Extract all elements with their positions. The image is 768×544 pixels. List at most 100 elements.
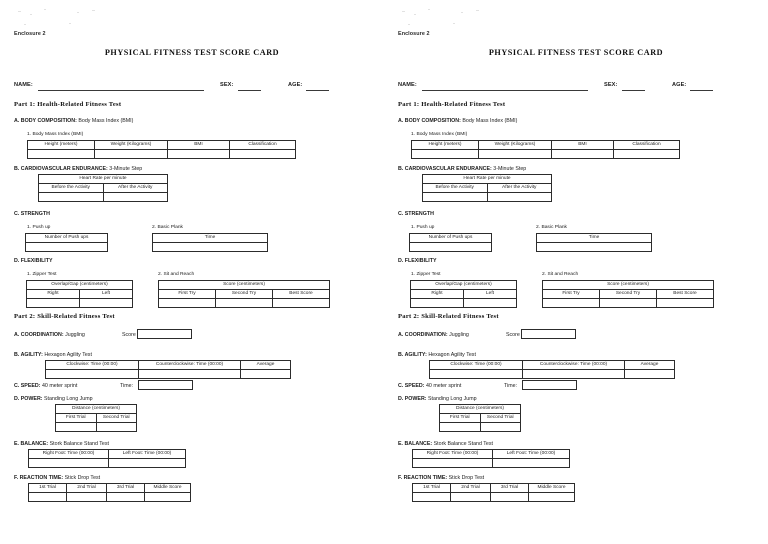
- table-row[interactable]: [410, 298, 517, 308]
- age-input[interactable]: [306, 90, 329, 91]
- sex-input[interactable]: [238, 90, 261, 91]
- table-row[interactable]: [28, 458, 186, 468]
- name-input[interactable]: [38, 90, 204, 91]
- cell-right[interactable]: [410, 298, 464, 308]
- cell-right-foot[interactable]: [28, 458, 109, 468]
- cell-after-activity[interactable]: [102, 192, 168, 202]
- page-title: PHYSICAL FITNESS TEST SCORE CARD: [488, 48, 664, 57]
- sit-and-reach-table[interactable]: Score (centimeters) First Try Second Try…: [542, 280, 714, 308]
- cell-second-try[interactable]: [215, 298, 273, 308]
- table-row[interactable]: [152, 242, 268, 252]
- cell-clockwise[interactable]: [429, 369, 523, 379]
- name-input[interactable]: [422, 90, 588, 91]
- pushup-table[interactable]: Number of Push ups: [409, 233, 492, 252]
- cell-bmi[interactable]: [551, 149, 614, 159]
- balance-table[interactable]: Right Foot: Time (00:00) Left Foot: Time…: [28, 449, 186, 468]
- sit-and-reach-table[interactable]: Score (centimeters) First Try Second Try…: [158, 280, 330, 308]
- table-row[interactable]: [422, 192, 552, 202]
- agility-table[interactable]: Clockwise: Time (00:00) Counterclockwise…: [45, 360, 291, 379]
- cell-weight[interactable]: [94, 149, 168, 159]
- cell-plank-time[interactable]: [536, 242, 652, 252]
- cell-2nd-trial[interactable]: [450, 492, 491, 502]
- cell-height[interactable]: [411, 149, 479, 159]
- cell-left-foot[interactable]: [492, 458, 570, 468]
- cell-middle-score[interactable]: [144, 492, 191, 502]
- table-row[interactable]: [439, 422, 521, 432]
- cell-right[interactable]: [26, 298, 80, 308]
- cell-number-of-pushups[interactable]: [25, 242, 108, 252]
- cell-right-foot[interactable]: [412, 458, 493, 468]
- cell-plank-time[interactable]: [152, 242, 268, 252]
- sex-input[interactable]: [622, 90, 645, 91]
- reaction-time-table[interactable]: 1st Trial 2nd Trial 3rd Trial Middle Sco…: [412, 483, 575, 502]
- table-row[interactable]: [542, 298, 714, 308]
- bmi-table[interactable]: Height (meters) Weight (Kilograms) BMI C…: [411, 140, 680, 159]
- cell-2nd-trial[interactable]: [66, 492, 107, 502]
- power-table[interactable]: Distance (centimeters) First Trial Secon…: [439, 404, 521, 432]
- table-row[interactable]: [536, 242, 652, 252]
- cell-weight[interactable]: [478, 149, 552, 159]
- cell-number-of-pushups[interactable]: [409, 242, 492, 252]
- table-row[interactable]: [412, 492, 575, 502]
- cell-left[interactable]: [79, 298, 133, 308]
- speed-time-input[interactable]: [522, 380, 577, 390]
- cell-1st-trial[interactable]: [412, 492, 451, 502]
- cell-first-try[interactable]: [158, 298, 216, 308]
- balance-table[interactable]: Right Foot: Time (00:00) Left Foot: Time…: [412, 449, 570, 468]
- cell-first-try[interactable]: [542, 298, 600, 308]
- speed-time-input[interactable]: [138, 380, 193, 390]
- header-first-trial: First Trial: [439, 413, 481, 423]
- agility-table[interactable]: Clockwise: Time (00:00) Counterclockwise…: [429, 360, 675, 379]
- table-row[interactable]: [25, 242, 108, 252]
- cell-middle-score[interactable]: [528, 492, 575, 502]
- cell-best-score[interactable]: [272, 298, 330, 308]
- cell-before-activity[interactable]: [422, 192, 488, 202]
- table-row[interactable]: [409, 242, 492, 252]
- bmi-table[interactable]: Height (meters) Weight (Kilograms) BMI C…: [27, 140, 296, 159]
- table-row[interactable]: [411, 149, 680, 159]
- table-row[interactable]: [26, 298, 133, 308]
- reaction-time-table[interactable]: 1st Trial 2nd Trial 3rd Trial Middle Sco…: [28, 483, 191, 502]
- table-row[interactable]: [45, 369, 291, 379]
- cell-1st-trial[interactable]: [28, 492, 67, 502]
- cell-average[interactable]: [624, 369, 675, 379]
- table-row[interactable]: [429, 369, 675, 379]
- table-row[interactable]: [158, 298, 330, 308]
- cardio-table[interactable]: Heart Rate per minute Before the Activit…: [422, 174, 552, 202]
- coordination-score-input[interactable]: [137, 329, 192, 339]
- table-row[interactable]: [55, 422, 137, 432]
- cell-3rd-trial[interactable]: [106, 492, 145, 502]
- cell-second-try[interactable]: [599, 298, 657, 308]
- cell-second-trial[interactable]: [479, 422, 521, 432]
- table-row[interactable]: [412, 458, 570, 468]
- cell-counterclockwise[interactable]: [138, 369, 241, 379]
- cell-3rd-trial[interactable]: [490, 492, 529, 502]
- cell-left-foot[interactable]: [108, 458, 186, 468]
- cell-second-trial[interactable]: [95, 422, 137, 432]
- zipper-test-table[interactable]: Overlap/Gap (centimeters) Right Left: [26, 280, 133, 308]
- cell-left[interactable]: [463, 298, 517, 308]
- power-table[interactable]: Distance (centimeters) First Trial Secon…: [55, 404, 137, 432]
- cell-first-trial[interactable]: [439, 422, 481, 432]
- table-row[interactable]: [38, 192, 168, 202]
- cell-height[interactable]: [27, 149, 95, 159]
- table-row[interactable]: [28, 492, 191, 502]
- cell-first-trial[interactable]: [55, 422, 97, 432]
- cell-after-activity[interactable]: [486, 192, 552, 202]
- pushup-table[interactable]: Number of Push ups: [25, 233, 108, 252]
- cell-classification[interactable]: [613, 149, 680, 159]
- coordination-score-input[interactable]: [521, 329, 576, 339]
- cell-average[interactable]: [240, 369, 291, 379]
- zipper-test-table[interactable]: Overlap/Gap (centimeters) Right Left: [410, 280, 517, 308]
- cardio-table[interactable]: Heart Rate per minute Before the Activit…: [38, 174, 168, 202]
- age-input[interactable]: [690, 90, 713, 91]
- cell-before-activity[interactable]: [38, 192, 104, 202]
- cell-best-score[interactable]: [656, 298, 714, 308]
- cell-counterclockwise[interactable]: [522, 369, 625, 379]
- plank-table[interactable]: Time: [152, 233, 268, 252]
- cell-clockwise[interactable]: [45, 369, 139, 379]
- table-row[interactable]: [27, 149, 296, 159]
- plank-table[interactable]: Time: [536, 233, 652, 252]
- cell-bmi[interactable]: [167, 149, 230, 159]
- cell-classification[interactable]: [229, 149, 296, 159]
